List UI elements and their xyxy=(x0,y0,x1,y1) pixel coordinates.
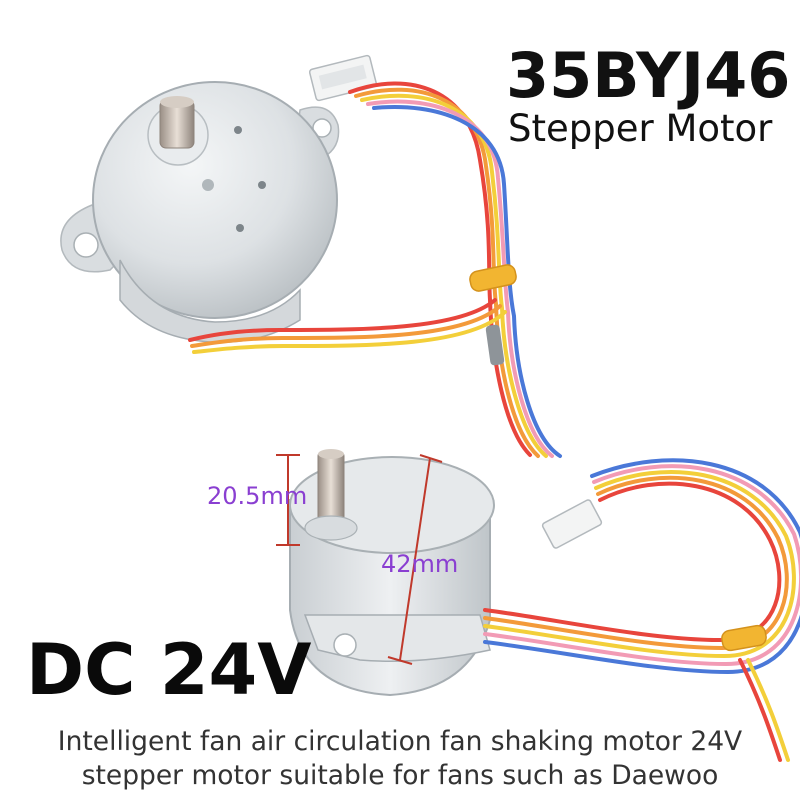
upper-mount-hole-left xyxy=(73,232,99,258)
body-diameter-label: 42mm xyxy=(381,550,459,578)
upper-heatshrink xyxy=(485,324,505,366)
upper-rivet xyxy=(258,181,266,189)
lower-wire-tie xyxy=(721,624,767,652)
lower-shaft-boss xyxy=(304,515,358,541)
lower-connector xyxy=(541,499,603,549)
dimension-lines xyxy=(276,454,443,665)
description-line-2: stepper motor suitable for fans such as … xyxy=(81,760,719,791)
upper-rivet xyxy=(236,224,244,232)
lower-wire-bundle xyxy=(483,458,800,762)
upper-motor-skirt xyxy=(119,259,301,344)
voltage-label: DC 24V xyxy=(26,629,312,711)
lower-motor xyxy=(289,449,603,697)
lower-motor-shaft xyxy=(317,451,345,525)
model-number: 35BYJ46 xyxy=(506,39,791,112)
upper-wire-bundle xyxy=(188,81,562,458)
upper-rivet xyxy=(202,179,214,191)
product-type-label: Stepper Motor xyxy=(508,107,773,150)
upper-rivet xyxy=(234,126,242,134)
upper-motor xyxy=(60,54,378,344)
shaft-length-label: 20.5mm xyxy=(207,482,308,510)
upper-wire-tie xyxy=(469,264,517,292)
lower-mount-hole xyxy=(333,633,357,657)
upper-mount-hole-right xyxy=(312,118,332,138)
description-line-1: Intelligent fan air circulation fan shak… xyxy=(57,726,743,757)
